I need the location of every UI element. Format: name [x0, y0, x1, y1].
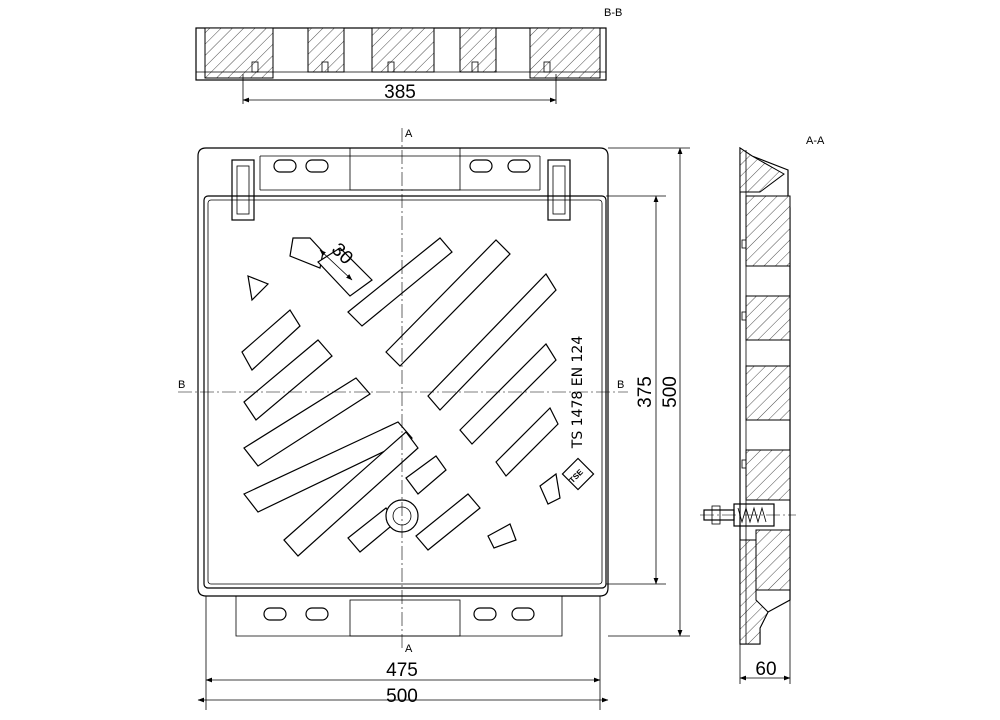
dim-section-length: 385	[384, 82, 416, 103]
tse-logo: TSE	[561, 457, 595, 491]
plan-dimension-lines	[197, 147, 690, 710]
dim-inner-width: 475	[386, 660, 418, 681]
plan-view	[178, 128, 628, 650]
section-bb-label: B-B	[604, 7, 622, 19]
section-a-marker-top: A	[405, 128, 413, 140]
section-aa	[700, 146, 796, 684]
dim-depth: 60	[755, 659, 776, 680]
section-b-marker-left: B	[178, 379, 185, 391]
section-a-marker-bottom: A	[405, 643, 413, 655]
dim-outer-width: 500	[386, 686, 418, 707]
grate-slots	[241, 237, 561, 557]
section-aa-label: A-A	[806, 135, 825, 147]
section-b-marker-right: B	[617, 379, 624, 391]
standard-marking: TS 1478 EN 124	[570, 336, 586, 450]
section-bb	[195, 27, 607, 104]
dim-outer-height: 500	[660, 376, 681, 408]
dim-inner-height: 375	[635, 376, 656, 408]
